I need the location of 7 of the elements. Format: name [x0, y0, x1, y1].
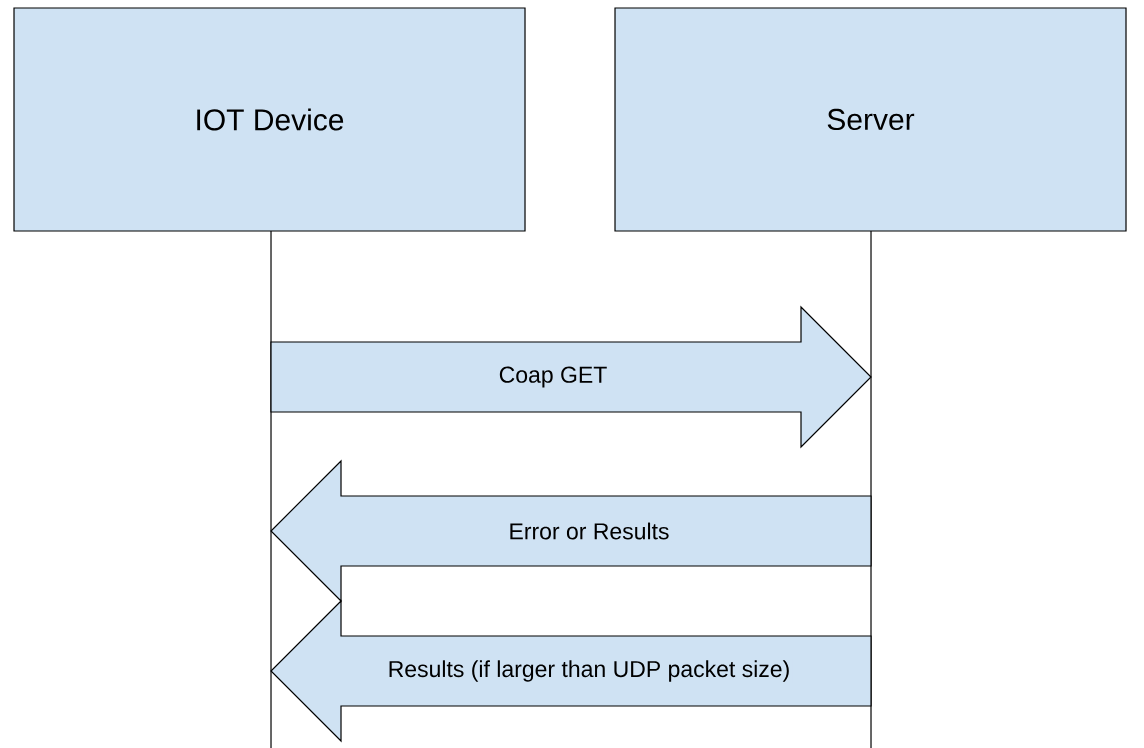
edge-label: Results (if larger than UDP packet size): [385, 658, 793, 684]
block-arrow: [270, 305, 872, 449]
edge-label: Coap GET: [496, 364, 610, 390]
participant-box: Server: [614, 7, 1127, 232]
edge-label: Error or Results: [506, 520, 672, 542]
participant-box: IOT Device: [13, 7, 526, 232]
block-arrow: [270, 459, 872, 603]
